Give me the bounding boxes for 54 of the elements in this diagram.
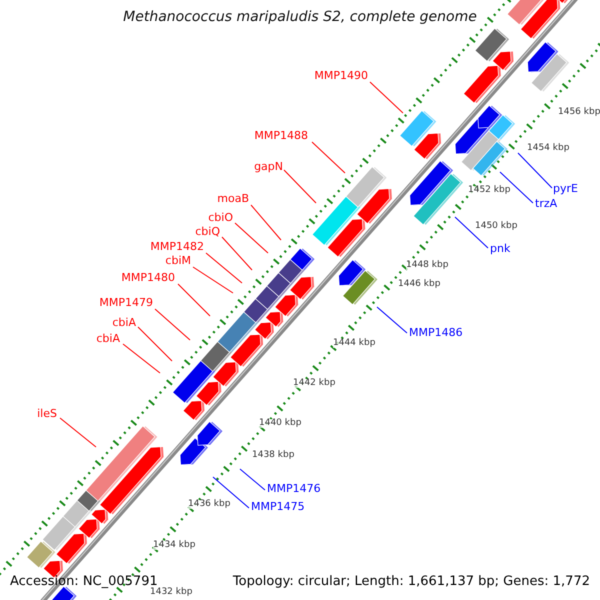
leader-line — [376, 306, 408, 334]
tick-label: 1438 kbp — [252, 451, 294, 460]
gene-label: moaB — [217, 193, 249, 204]
leader-line — [234, 222, 268, 254]
tick-label: 1456 kbp — [558, 108, 600, 117]
gene-label: cbiA — [112, 317, 136, 328]
tick-label: 1452 kbp — [468, 186, 510, 195]
gene-label: MMP1486 — [409, 327, 463, 338]
gene-label: MMP1490 — [314, 70, 368, 81]
leader-line — [454, 216, 488, 248]
gene-label: cbiQ — [195, 226, 220, 237]
gene-label: cbiO — [208, 212, 233, 223]
gene-label: MMP1482 — [150, 241, 204, 252]
leader-line — [518, 152, 552, 188]
gene-label: pyrE — [553, 183, 578, 194]
gene-label: MMP1476 — [267, 483, 321, 494]
tick-label: 1432 kbp — [150, 588, 192, 597]
leader-line — [284, 170, 316, 204]
accession-text: Accession: NC_005791 — [10, 575, 158, 588]
leader-line — [212, 476, 250, 508]
leader-line — [206, 252, 242, 284]
genome-stats-text: Topology: circular; Length: 1,661,137 bp; Genes: 1,772 — [232, 575, 590, 588]
gene-label: trzA — [535, 198, 558, 209]
leader-line — [60, 418, 96, 448]
leader-line — [370, 82, 404, 114]
tick-label: 1454 kbp — [527, 144, 570, 153]
tick-label: 1434 kbp — [153, 541, 196, 550]
leader-line — [222, 236, 252, 270]
tick-label: 1448 kbp — [406, 261, 448, 270]
leader-line — [122, 344, 160, 374]
tick-label: 1436 kbp — [188, 500, 230, 509]
gene-label: cbiA — [96, 333, 120, 344]
leader-line — [178, 284, 210, 316]
gene-label: MMP1475 — [251, 501, 305, 512]
gene-label: MMP1488 — [254, 130, 308, 141]
leader-line — [192, 266, 234, 294]
leader-line — [240, 468, 266, 490]
tick-label: 1442 kbp — [293, 379, 336, 388]
tick-label: 1450 kbp — [475, 222, 518, 231]
leader-line — [250, 204, 282, 240]
gene-label: MMP1480 — [121, 272, 175, 283]
gene-label: ileS — [37, 408, 57, 419]
tick-label: 1444 kbp — [333, 339, 376, 348]
gene-label: gapN — [254, 161, 283, 172]
tick-label: 1446 kbp — [398, 280, 440, 289]
leader-line — [138, 326, 172, 362]
tick-label: 1440 kbp — [259, 419, 302, 428]
leader-line — [154, 308, 190, 340]
gene-label: pnk — [490, 243, 510, 254]
leader-line — [500, 172, 534, 204]
gene-label: MMP1479 — [99, 297, 153, 308]
diagram-title: Methanococcus maripaludis S2, complete genome — [122, 10, 478, 24]
leader-line — [312, 142, 346, 174]
gene-label: cbiM — [165, 255, 191, 266]
